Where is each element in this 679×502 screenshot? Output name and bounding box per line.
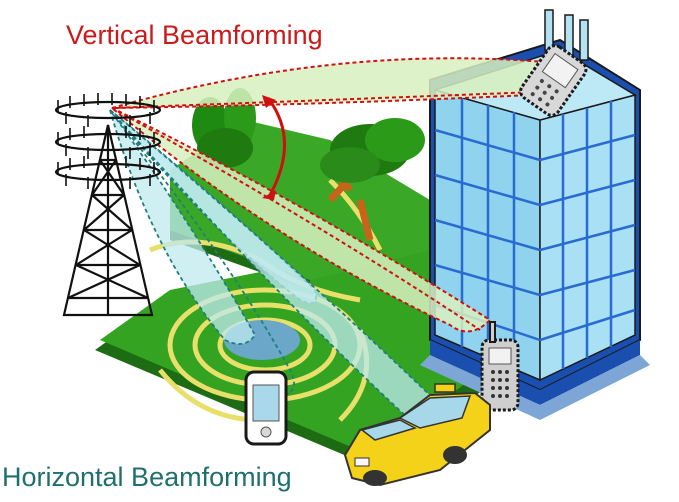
trees xyxy=(192,88,425,241)
ground-smartphone-icon xyxy=(244,370,288,446)
horizontal-beamforming-label: Horizontal Beamforming xyxy=(2,462,292,492)
street-phone-icon xyxy=(480,321,520,412)
horizontal-beams xyxy=(109,109,441,424)
vertical-beam-arrows xyxy=(262,95,286,200)
roof-phone-icon xyxy=(519,44,588,117)
vertical-beams xyxy=(111,57,577,333)
office-building-icon xyxy=(420,9,650,420)
vertical-beamforming-label: Vertical Beamforming xyxy=(66,20,323,50)
cell-tower-icon xyxy=(54,93,162,317)
taxi-icon xyxy=(343,383,491,487)
